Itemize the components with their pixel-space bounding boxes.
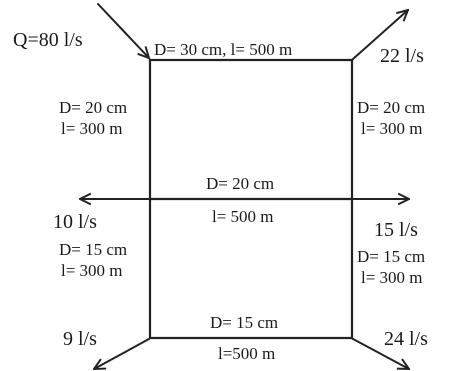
inflow-arrow <box>97 3 149 58</box>
pipe-middle-diameter: D= 20 cm <box>206 174 274 193</box>
pipe-top-label: D= 30 cm, l= 500 m <box>154 40 292 59</box>
outflow-label-middle-right: 15 l/s <box>374 219 418 241</box>
pipe-right-upper-length: l= 300 m <box>361 119 423 138</box>
outflow-label-middle-left: 10 l/s <box>53 211 97 233</box>
inflow-label: Q=80 l/s <box>13 29 83 51</box>
pipe-left-lower-diameter: D= 15 cm <box>59 240 127 259</box>
outflow-arrow-bottom-right <box>352 338 409 369</box>
outflow-arrow-bottom-left <box>94 338 150 369</box>
pipe-right-lower-diameter: D= 15 cm <box>357 247 425 266</box>
pipe-right-lower-length: l= 300 m <box>361 268 423 287</box>
pipe-left-upper-diameter: D= 20 cm <box>59 98 127 117</box>
outflow-label-bottom-left: 9 l/s <box>63 328 97 350</box>
outflow-arrow-top-right <box>352 10 408 60</box>
outflow-label-top-right: 22 l/s <box>380 45 424 67</box>
pipe-bottom-diameter: D= 15 cm <box>210 313 278 332</box>
pipe-bottom-length: l=500 m <box>218 344 275 363</box>
pipe-right-upper-diameter: D= 20 cm <box>357 98 425 117</box>
pipe-left-upper-length: l= 300 m <box>61 119 123 138</box>
pipe-left-lower-length: l= 300 m <box>61 261 123 280</box>
outflow-label-bottom-right: 24 l/s <box>384 328 428 350</box>
pipe-middle-length: l= 500 m <box>212 207 274 226</box>
